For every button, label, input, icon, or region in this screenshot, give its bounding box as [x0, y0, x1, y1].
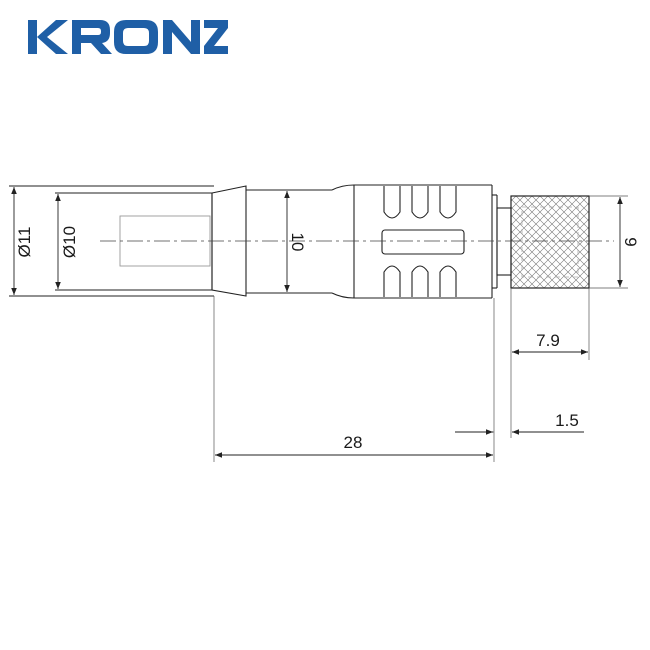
body-height-label: 10 — [288, 233, 307, 252]
inner-diameter-label: Ø10 — [60, 226, 79, 258]
nut-height-label: 9 — [621, 237, 640, 246]
outer-diameter-label: Ø11 — [15, 227, 34, 258]
body-tube — [246, 184, 498, 299]
body-length-label: 28 — [344, 433, 363, 452]
knurled-nut — [510, 195, 590, 289]
kronz-logo — [28, 20, 228, 54]
grip-grooves — [381, 186, 465, 297]
body-flare — [211, 185, 247, 297]
connector-neck — [496, 207, 512, 276]
gap-label: 1.5 — [555, 411, 579, 430]
nut-length-label: 7.9 — [536, 331, 560, 350]
